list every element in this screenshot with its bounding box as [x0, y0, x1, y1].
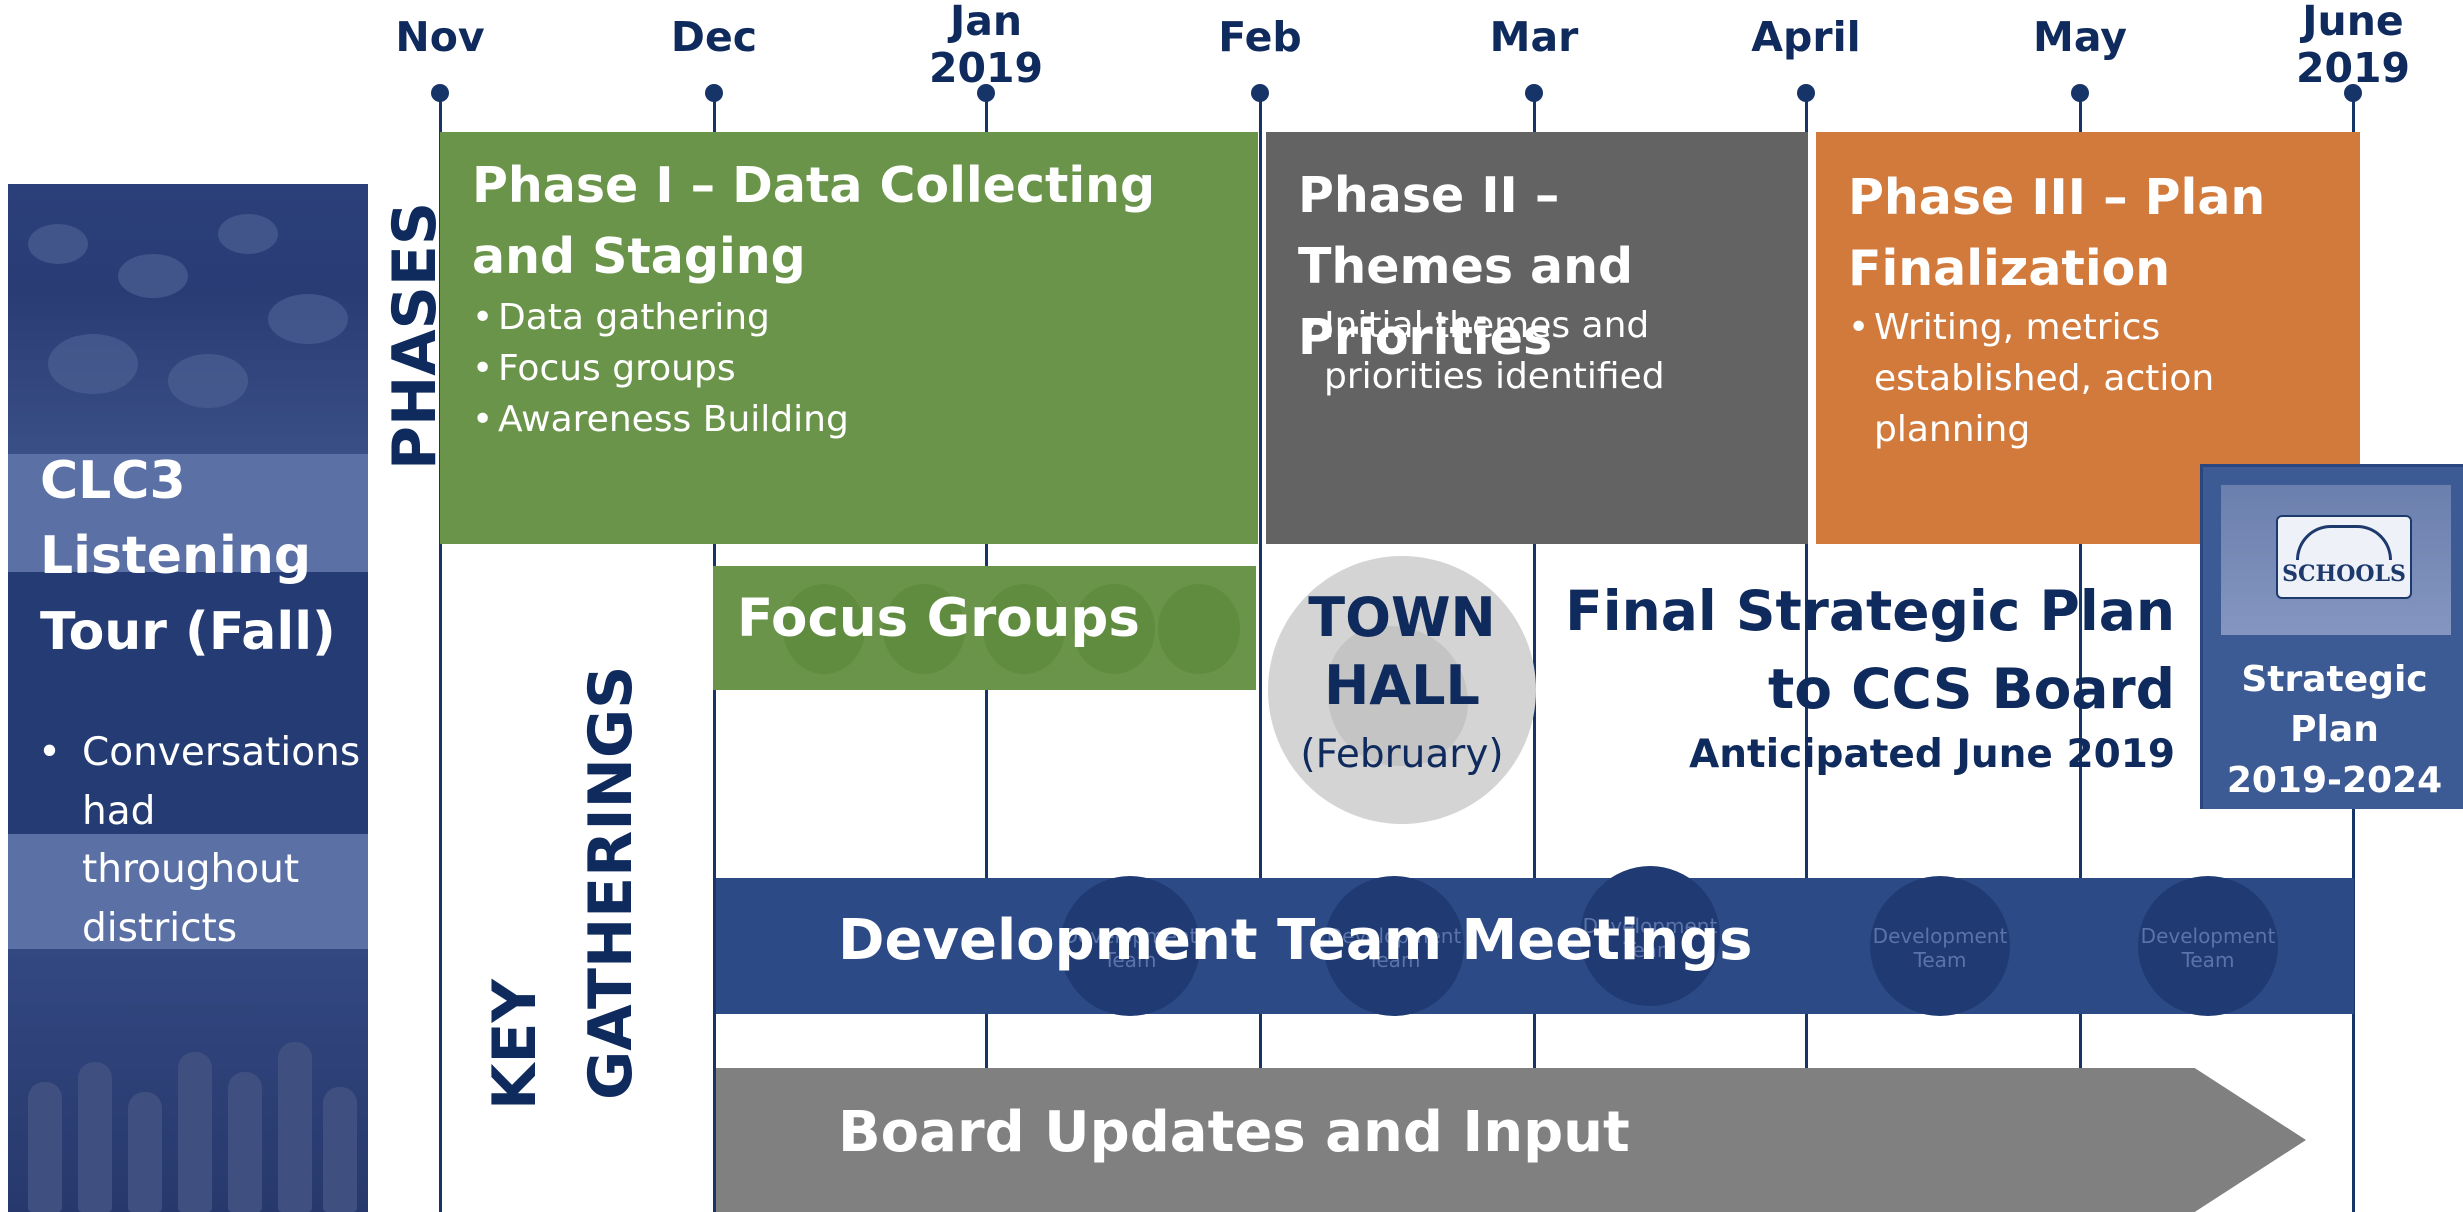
phase-3-title: Phase III – Plan Finalization	[1848, 169, 2266, 298]
month-label: Dec	[670, 13, 758, 61]
gatherings-label: GATHERINGS	[576, 665, 646, 1100]
phase-1-bullet: Focus groups	[472, 343, 849, 394]
month-label: May	[2033, 13, 2127, 61]
board-updates-label: Board Updates and Input	[838, 1100, 1630, 1165]
phase-1-box: Phase I – Data Collecting and Staging Da…	[440, 132, 1258, 544]
month-gridline	[2079, 92, 2082, 1212]
dev-team-bar	[716, 878, 2354, 1014]
month-marker-dot	[2344, 84, 2362, 102]
key-label: KEY	[480, 979, 550, 1110]
phase-3-bullet: Writing, metrics established, action pla…	[1848, 302, 2268, 455]
month-gridline	[1805, 92, 1808, 1212]
month-label: April	[1751, 13, 1861, 61]
phase-1-title: Phase I – Data Collecting and Staging	[472, 157, 1156, 286]
final-plan-note: Final Strategic Plan to CCS Board Antici…	[1565, 572, 2175, 781]
phase-2-bullets: Initial themes and priorities identified	[1298, 300, 1718, 402]
focus-groups-label: Focus Groups	[737, 588, 1140, 649]
crowd-photo-top	[8, 184, 368, 454]
board-updates-arrow	[716, 1068, 2306, 1212]
listening-tour-panel: CLC3 Listening Tour (Fall) • Conversatio…	[8, 184, 368, 1212]
month-label: Mar	[1489, 13, 1579, 61]
town-hall-title: TOWN HALL	[1308, 586, 1496, 717]
dev-team-icon: Development Team	[1870, 876, 2010, 1016]
month-marker-dot	[1251, 84, 1269, 102]
dev-team-icon: Development Team	[2138, 876, 2278, 1016]
town-hall-subtitle: (February)	[1300, 732, 1504, 777]
map-silhouette	[1328, 626, 1468, 766]
phase-2-box: Phase II – Themes and Priorities Initial…	[1266, 132, 1808, 544]
month-marker-dot	[2071, 84, 2089, 102]
strategic-plan-box: SCHOOLS Strategic Plan 2019-2024	[2200, 464, 2463, 809]
phase-3-box: Phase III – Plan Finalization Writing, m…	[1816, 132, 2360, 544]
dev-team-icon: Development Team	[1324, 876, 1464, 1016]
schools-photo: SCHOOLS	[2221, 485, 2451, 635]
phase-1-bullet: Data gathering	[472, 292, 849, 343]
strategic-plan-label-line1: Strategic Plan	[2241, 659, 2428, 751]
listening-tour-title: CLC3 Listening Tour (Fall)	[40, 451, 336, 662]
dev-team-icon: Development Team	[1580, 866, 1720, 1006]
month-gridline	[1259, 92, 1262, 1212]
month-marker-dot	[431, 84, 449, 102]
focus-groups-bar: Focus Groups	[713, 566, 1256, 690]
listening-tour-bullet: • Conversations had throughout districts	[38, 730, 361, 951]
month-gridline	[439, 92, 442, 1212]
strategic-plan-label: Strategic Plan 2019-2024	[2203, 655, 2463, 806]
phase-1-bullets: Data gathering Focus groups Awareness Bu…	[472, 292, 849, 445]
dev-team-label: Development Team Meetings	[838, 908, 1753, 973]
final-plan-line1: Final Strategic Plan	[1565, 579, 2175, 643]
phase-3-bullets: Writing, metrics established, action pla…	[1848, 302, 2268, 455]
schools-logo: SCHOOLS	[2276, 515, 2412, 599]
phase-1-bullet: Awareness Building	[472, 394, 849, 445]
phase-2-bullet: Initial themes and priorities identified	[1298, 300, 1718, 402]
final-plan-date: Anticipated June 2019	[1689, 732, 2175, 778]
month-label: Feb	[1218, 13, 1302, 61]
strategic-plan-label-line2: 2019-2024	[2226, 759, 2443, 801]
month-marker-dot	[1525, 84, 1543, 102]
month-marker-dot	[977, 84, 995, 102]
town-hall-circle: TOWN HALL (February)	[1268, 556, 1536, 824]
schools-logo-text: SCHOOLS	[2282, 561, 2406, 587]
month-gridline	[1533, 92, 1536, 1212]
crowd-photo-bottom	[8, 949, 368, 1212]
final-plan-line2: to CCS Board	[1767, 657, 2175, 722]
month-marker-dot	[1797, 84, 1815, 102]
dev-team-icon: Development Team	[1060, 876, 1200, 1016]
month-label: Nov	[395, 13, 485, 61]
month-marker-dot	[705, 84, 723, 102]
